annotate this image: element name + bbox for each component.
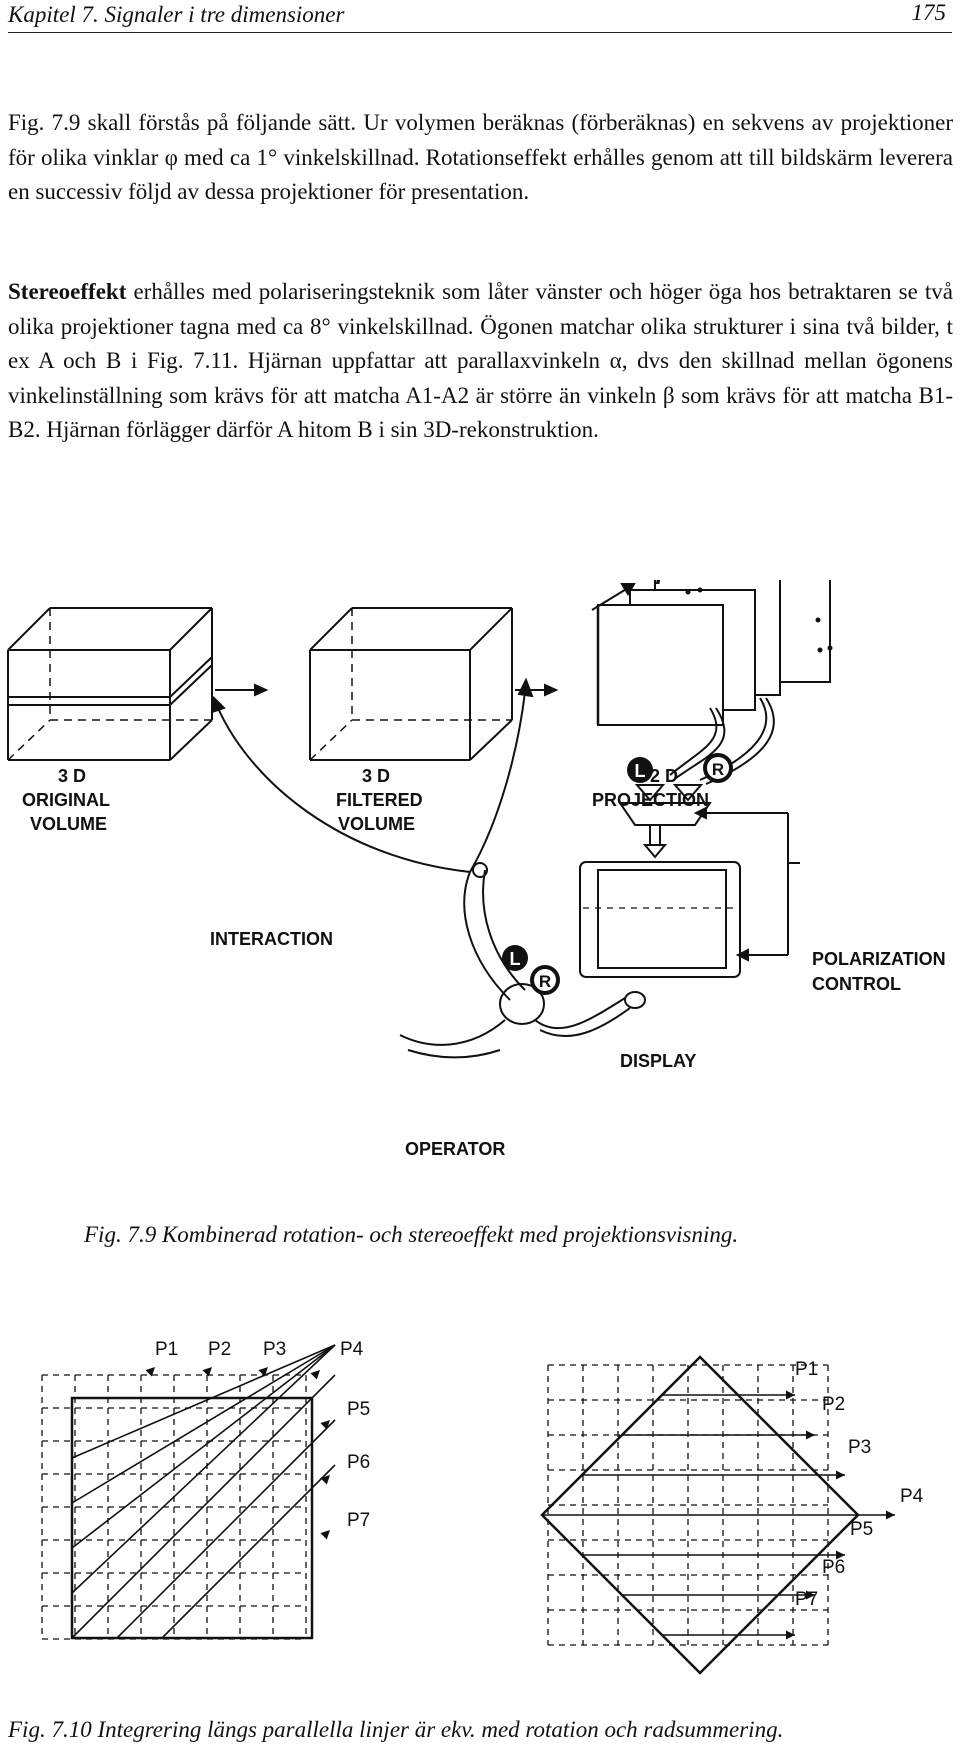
figure-7-10-caption: Fig. 7.10 Integrering längs parallella l…	[8, 1717, 784, 1742]
cable-left	[669, 707, 718, 776]
projection-ray	[116, 1419, 336, 1639]
arrow-head	[836, 1550, 845, 1560]
left-ray-label: P3	[263, 1339, 286, 1360]
polarization-label-2: CONTROL	[812, 974, 901, 994]
right-ray-label: P1	[795, 1359, 818, 1380]
arrow-head	[145, 1367, 155, 1377]
operator-label: OPERATOR	[405, 1139, 505, 1159]
filtered-label-1: 3 D	[362, 766, 390, 786]
projection-label-2: PROJECTION	[592, 790, 709, 810]
right-ray-label: P4	[900, 1486, 924, 1507]
projection-ray	[71, 1344, 336, 1549]
flow-arrow-1	[215, 683, 269, 697]
chapter-title: Kapitel 7. Signaler i tre dimensioner	[8, 2, 345, 27]
interaction-curve-filtered	[469, 691, 526, 873]
right-ray-label: P3	[848, 1437, 871, 1458]
polarization-label-1: POLARIZATION	[812, 949, 946, 969]
projection-ray	[71, 1344, 336, 1504]
right-ray-label: P2	[822, 1394, 845, 1415]
object-square	[70, 1396, 314, 1640]
filtered-label-2: FILTERED	[336, 790, 423, 810]
arrow-head	[202, 1367, 212, 1377]
arrow-head	[320, 1530, 330, 1540]
arrow-head	[258, 1367, 268, 1377]
stereo-body: erhålles med polariseringsteknik som låt…	[8, 279, 953, 442]
left-eye-label: L	[635, 761, 646, 781]
projection-label-1: 2 D	[650, 766, 678, 786]
right-eye-label: R	[712, 760, 724, 779]
original-label-1: 3 D	[58, 766, 86, 786]
arrow-head	[836, 1470, 845, 1480]
projection-ray	[161, 1464, 336, 1639]
polarizer-filters	[618, 784, 712, 859]
paragraph-rotation: Fig. 7.9 skall förstås på följande sätt.…	[8, 110, 953, 204]
filtered-volume-box	[309, 607, 513, 761]
display-monitor	[579, 861, 741, 978]
projection-ray	[71, 1344, 336, 1594]
operator-right-eye-label: R	[539, 972, 551, 991]
page-header: Kapitel 7. Signaler i tre dimensioner 17…	[8, 0, 952, 33]
page-number: 175	[911, 0, 947, 25]
right-ray-label: P5	[850, 1519, 873, 1540]
operator-figure	[399, 862, 646, 1059]
arrow-head	[786, 1630, 795, 1640]
interaction-label: INTERACTION	[210, 929, 333, 949]
right-ray-label: P6	[822, 1557, 845, 1578]
left-ray-label: P4	[340, 1339, 364, 1360]
paragraph-stereo: Stereoeffekt erhålles med polariseringst…	[8, 275, 953, 448]
left-ray-label: P1	[155, 1339, 178, 1360]
projection-ray	[71, 1344, 336, 1459]
original-label-3: VOLUME	[30, 814, 107, 834]
arrow-head	[786, 1390, 795, 1400]
arrow-head	[806, 1430, 815, 1440]
arrow-head	[310, 1370, 320, 1380]
eye-badges: L R L R	[502, 753, 733, 995]
object-diamond	[540, 1355, 860, 1675]
left-ray-label: P6	[347, 1452, 370, 1473]
right-ray-label: P7	[795, 1589, 818, 1610]
figure-7-9-diagram: L R L R 3 D ORIGINAL VOLUME 3 D FILTERED…	[7, 580, 946, 1159]
left-ray-label: P5	[347, 1399, 370, 1420]
stereo-term: Stereoeffekt	[8, 279, 127, 304]
interaction-curve-original	[217, 707, 471, 873]
figure-7-9-caption: Fig. 7.9 Kombinerad rotation- och stereo…	[84, 1222, 739, 1247]
original-volume-box	[7, 607, 213, 761]
projection-ray	[71, 1374, 336, 1639]
rotation-arrow	[591, 583, 636, 611]
arrow-head	[886, 1510, 895, 1520]
polarization-loop	[693, 806, 800, 962]
arrow-head	[320, 1420, 330, 1430]
arrow-head	[806, 1590, 815, 1600]
original-label-2: ORIGINAL	[22, 790, 110, 810]
display-label: DISPLAY	[620, 1051, 696, 1071]
left-ray-label: P7	[347, 1510, 370, 1531]
phi-label: φ	[650, 580, 671, 585]
operator-left-eye-label: L	[510, 949, 521, 969]
projection-stack	[596, 580, 831, 726]
filtered-label-3: VOLUME	[338, 814, 415, 834]
left-ray-label: P2	[208, 1339, 231, 1360]
arrow-head	[320, 1475, 330, 1485]
